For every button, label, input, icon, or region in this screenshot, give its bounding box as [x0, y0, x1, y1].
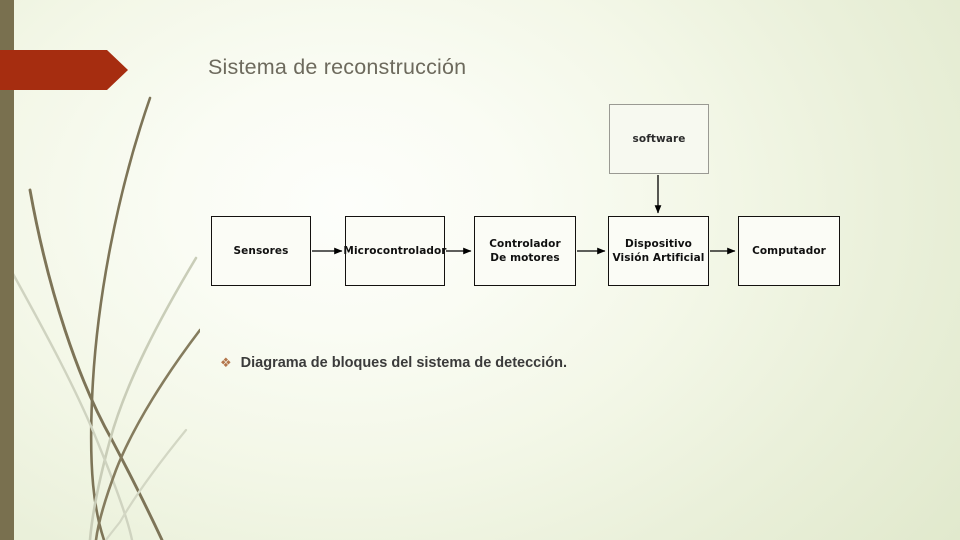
node-computador-label: Computador	[752, 245, 826, 257]
node-dispositivo-vision-artificial-label: Dispositivo Visión Artificial	[612, 238, 705, 264]
left-accent-stripe	[0, 0, 14, 540]
diamond-bullet-icon: ❖	[220, 355, 232, 370]
node-software-label: software	[632, 133, 686, 145]
node-dispositivo-vision-artificial[interactable]: Dispositivo Visión Artificial	[608, 216, 709, 286]
node-sensores[interactable]: Sensores	[211, 216, 311, 286]
node-microcontrolador-label: Microcontrolador	[343, 245, 447, 257]
node-controlador-de-motores[interactable]: Controlador De motores	[474, 216, 576, 286]
banner-arrow-shape	[0, 50, 128, 90]
node-sensores-label: Sensores	[233, 245, 289, 257]
node-computador[interactable]: Computador	[738, 216, 840, 286]
node-microcontrolador[interactable]: Microcontrolador	[343, 216, 447, 286]
node-controlador-de-motores-label: Controlador De motores	[489, 238, 561, 264]
node-software[interactable]: software	[609, 104, 709, 174]
page-title: Sistema de reconstrucción	[208, 55, 467, 79]
caption-bullet-row: ❖ Diagrama de bloques del sistema de det…	[220, 353, 567, 373]
caption-text: Diagrama de bloques del sistema de detec…	[240, 355, 568, 371]
